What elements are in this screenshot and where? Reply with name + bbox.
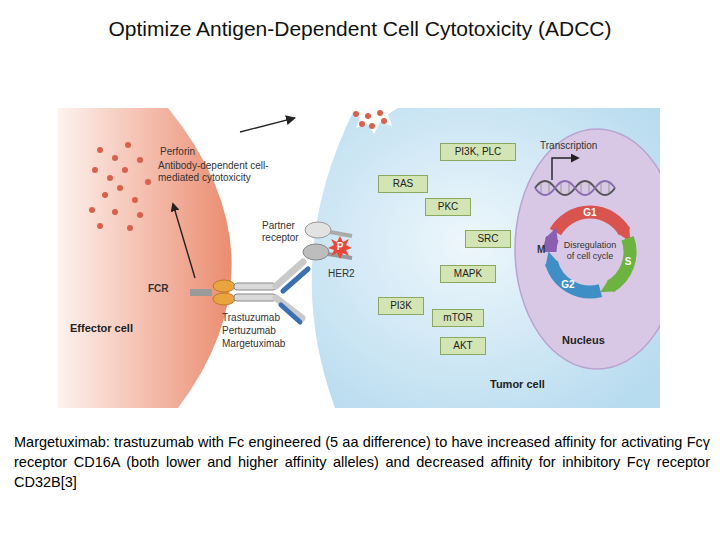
signaling-box: PI3K — [378, 297, 424, 315]
annotation-label: Perforin — [160, 146, 220, 158]
antibody-arm — [276, 262, 303, 286]
annotation-label: M — [537, 244, 549, 256]
annotation-label: Margetuximab — [222, 338, 312, 350]
box-label: PKC — [438, 201, 459, 213]
signaling-box: MAPK — [440, 265, 496, 283]
region-label: Nucleus — [562, 334, 652, 347]
nucleus-body — [515, 129, 660, 369]
box-label: PI3K, PLC — [455, 146, 502, 158]
effector-cell-body — [58, 108, 232, 408]
region-label: Effector cell — [70, 322, 190, 335]
annotation-label: P — [336, 241, 344, 253]
antibody-fc — [234, 283, 276, 290]
annotation-label: Pertuzumab — [222, 325, 312, 337]
annotation-label: HER2 — [328, 268, 368, 280]
signaling-box: mTOR — [432, 309, 484, 327]
signaling-box: SRC — [465, 230, 511, 248]
antibody-light-chain — [283, 269, 308, 291]
region-label: Tumor cell — [490, 378, 610, 391]
signaling-box: PI3K, PLC — [440, 143, 516, 161]
antibody-light-chain — [281, 305, 300, 322]
effector-cell: Effector cell — [58, 108, 240, 408]
signaling-box: PKC — [425, 198, 471, 216]
antibody-fc — [234, 294, 276, 301]
box-label: MAPK — [454, 268, 482, 280]
annotation-label: G2 — [558, 279, 578, 291]
annotation-label: FCR — [148, 283, 188, 295]
box-label: AKT — [453, 340, 472, 352]
diagram-title: Optimize Antigen-Dependent Cell Cytotoxi… — [0, 16, 720, 42]
annotation-label: Transcription — [540, 140, 620, 152]
annotation-label: Partner receptor — [262, 220, 307, 244]
annotation-label: S — [621, 256, 635, 268]
box-label: mTOR — [443, 312, 472, 324]
annotation-label: Disregulation of cell cycle — [560, 240, 620, 262]
connector-arrow — [240, 118, 295, 132]
annotation-label: G1 — [580, 207, 600, 219]
cell-outline — [58, 108, 240, 408]
box-label: SRC — [477, 233, 498, 245]
annotation-label: Antibody-dependent cell-mediated cytotox… — [158, 160, 293, 184]
box-label: RAS — [393, 178, 414, 190]
figure-caption: Margetuximab: trastuzumab with Fc engine… — [14, 432, 710, 492]
annotation-label: Trastuzumab — [222, 312, 312, 324]
signaling-box: AKT — [440, 337, 486, 355]
box-label: PI3K — [390, 300, 412, 312]
signaling-box: RAS — [378, 175, 428, 193]
